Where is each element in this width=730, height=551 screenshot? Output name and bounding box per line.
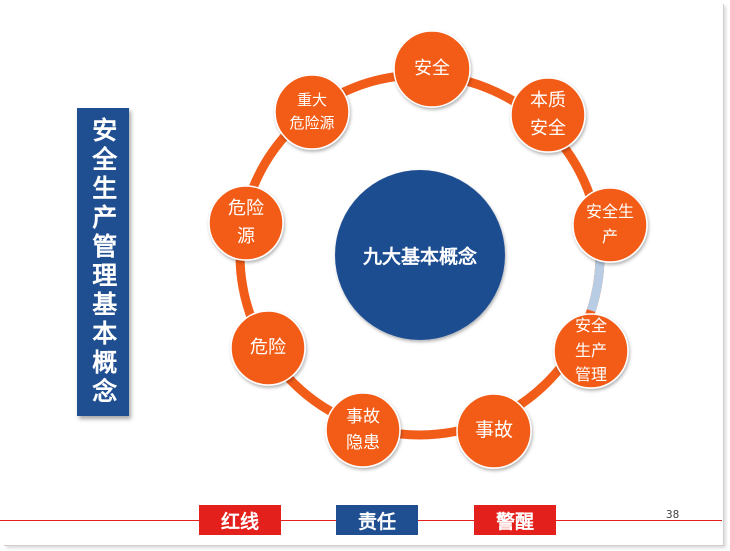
center-circle — [335, 170, 505, 340]
concept-node-circle — [325, 392, 401, 468]
tag-red-line: 红线 — [199, 505, 281, 535]
slide-frame — [4, 4, 724, 546]
center-label: 九大基本概念 — [362, 245, 477, 268]
concept-node-label: 安全 生产 管理 — [574, 315, 607, 385]
tag-warning: 警醒 — [474, 505, 556, 535]
concept-node-label: 安全生 产 — [585, 202, 634, 246]
concept-node-label: 本质 安全 — [530, 90, 566, 139]
concept-node-circle — [274, 74, 350, 150]
concept-node-circle — [553, 313, 629, 389]
concept-node-label: 重大 危险源 — [289, 90, 335, 132]
page-number: 38 — [666, 508, 680, 521]
tag-responsibility: 责任 — [336, 505, 418, 535]
concept-node-label: 事故 — [474, 419, 513, 442]
concept-node-circle — [456, 393, 532, 469]
concept-node-circle — [393, 30, 471, 108]
concept-node-circle — [230, 310, 306, 386]
concept-node-label: 安全 — [414, 58, 450, 80]
concept-node-label: 事故 隐患 — [346, 406, 380, 453]
concept-node-circle — [208, 185, 284, 261]
vertical-title: 安全生产管理基本概念 — [77, 108, 129, 416]
node-group — [208, 30, 648, 469]
concept-node-circle — [572, 187, 648, 263]
concept-node-label: 危险 源 — [228, 198, 264, 247]
concept-node-label: 危险 — [250, 337, 286, 359]
concept-node-circle — [510, 77, 586, 153]
